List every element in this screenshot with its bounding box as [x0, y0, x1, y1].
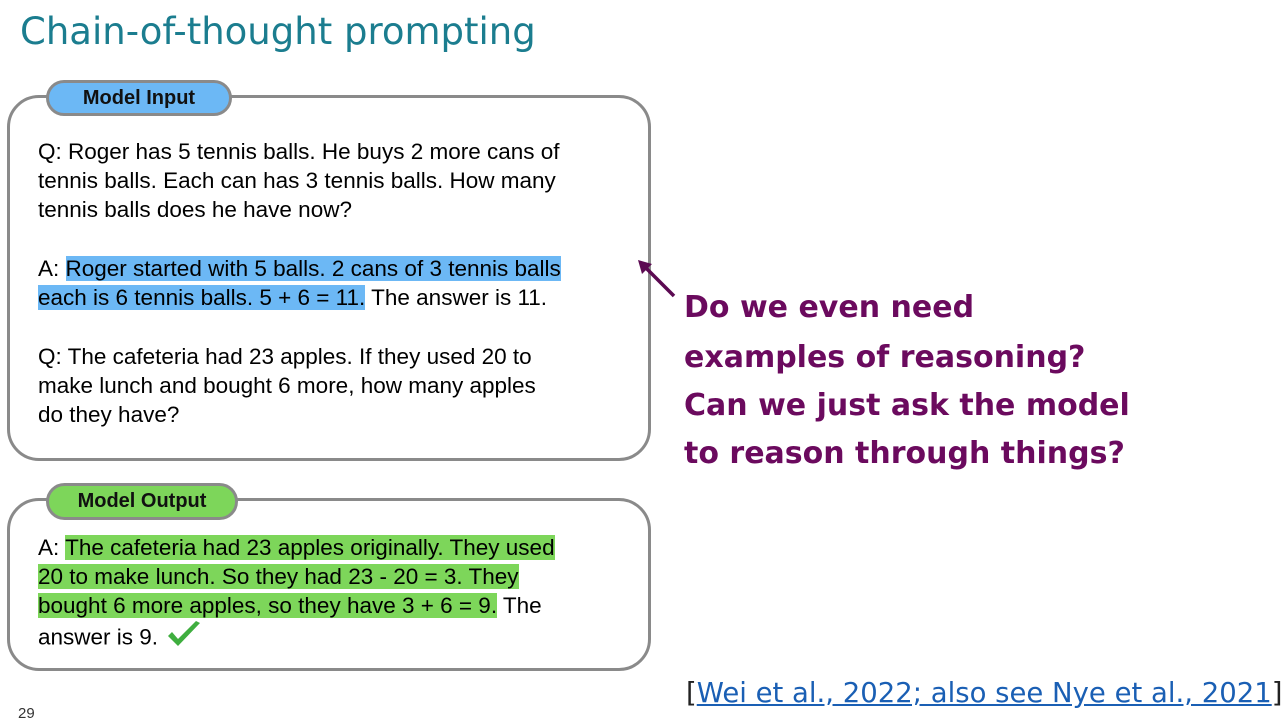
answer-suffix: The answer is 11. [365, 285, 548, 310]
output-final-answer: answer is 9. [38, 624, 159, 650]
example-answer: A: Roger started with 5 balls. 2 cans of… [38, 254, 561, 312]
example-question-line: tennis balls does he have now? [38, 197, 352, 222]
pointer-arrow-icon [636, 258, 680, 307]
answer-prefix: A: [38, 256, 66, 281]
citation-close-bracket: ] [1272, 677, 1281, 709]
model-output-text: A: The cafeteria had 23 apples originall… [38, 533, 555, 657]
output-reasoning-highlight: The cafeteria had 23 apples originally. … [65, 535, 555, 560]
test-question-line: make lunch and bought 6 more, how many a… [38, 373, 536, 398]
test-question: Q: The cafeteria had 23 apples. If they … [38, 342, 536, 429]
checkmark-icon [166, 620, 202, 657]
question-line: examples of reasoning? [684, 340, 1086, 375]
output-suffix: The [497, 593, 542, 618]
output-reasoning-highlight: bought 6 more apples, so they have 3 + 6… [38, 593, 498, 618]
reasoning-highlight: Roger started with 5 balls. 2 cans of 3 … [65, 256, 561, 281]
question-line: Can we just ask the model [684, 388, 1130, 423]
citation-link[interactable]: Wei et al., 2022; also see Nye et al., 2… [696, 677, 1272, 709]
reasoning-highlight: each is 6 tennis balls. 5 + 6 = 11. [38, 285, 366, 310]
question-line: to reason through things? [684, 436, 1125, 471]
model-output-label: Model Output [46, 483, 238, 520]
citation: [Wei et al., 2022; also see Nye et al., … [686, 677, 1281, 709]
model-input-label: Model Input [46, 80, 232, 116]
slide-title: Chain-of-thought prompting [20, 10, 536, 53]
output-reasoning-highlight: 20 to make lunch. So they had 23 - 20 = … [38, 564, 519, 589]
example-question: Q: Roger has 5 tennis balls. He buys 2 m… [38, 137, 560, 224]
test-question-line: do they have? [38, 402, 180, 427]
citation-open-bracket: [ [686, 677, 697, 709]
output-prefix: A: [38, 535, 66, 560]
test-question-line: Q: The cafeteria had 23 apples. If they … [38, 344, 532, 369]
page-number: 29 [18, 705, 35, 722]
example-question-line: tennis balls. Each can has 3 tennis ball… [38, 168, 556, 193]
question-line: Do we even need [684, 290, 975, 325]
example-question-line: Q: Roger has 5 tennis balls. He buys 2 m… [38, 139, 560, 164]
